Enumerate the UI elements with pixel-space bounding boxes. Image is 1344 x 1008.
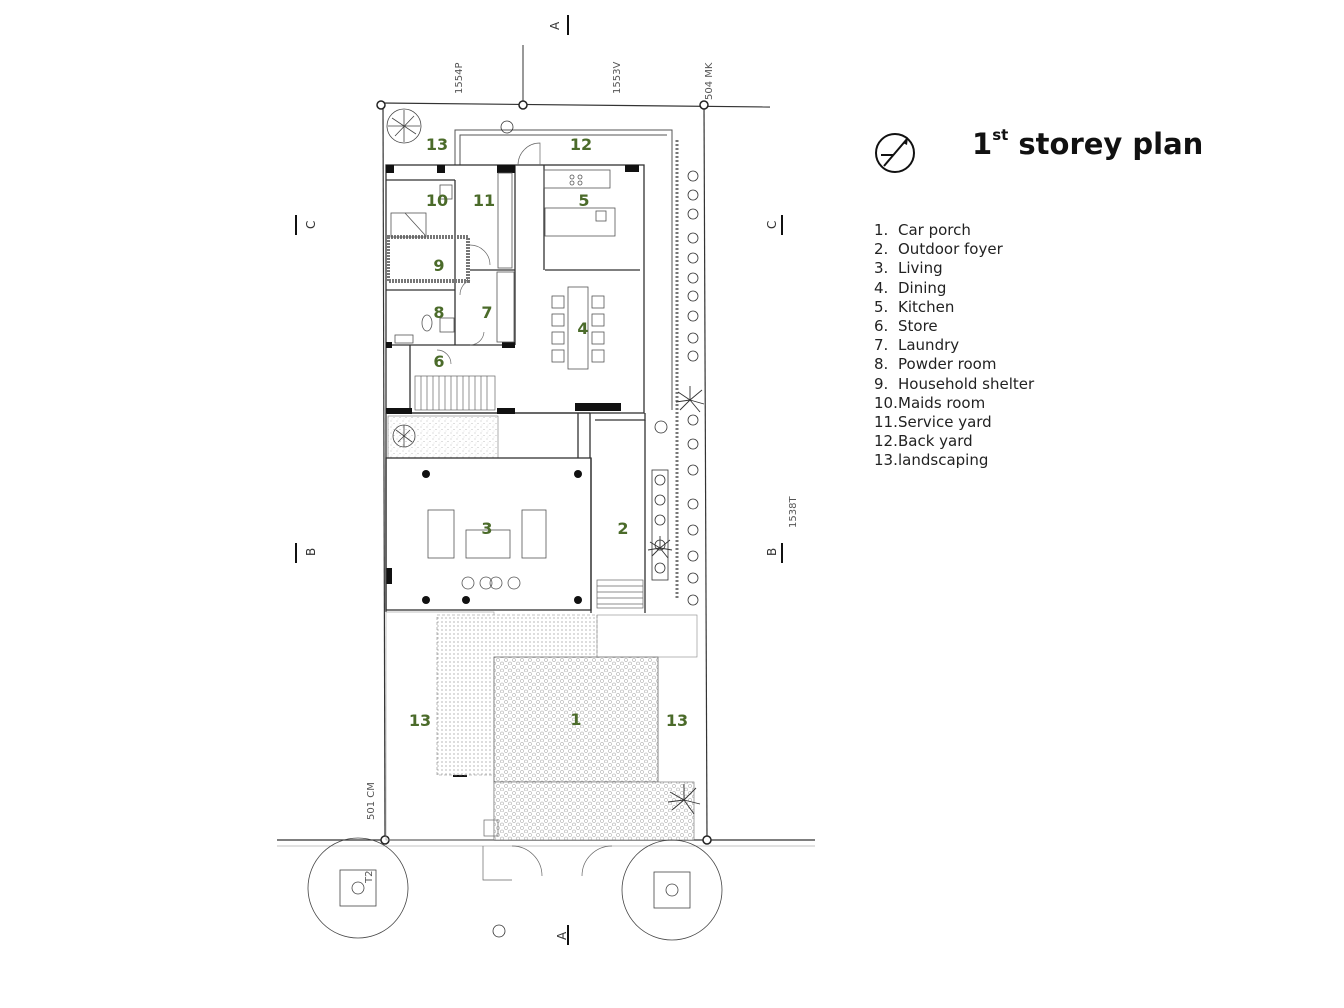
legend-item: 10.Maids room [874, 393, 986, 412]
dining-table [551, 286, 605, 370]
legend-item: 5.Kitchen [874, 297, 955, 316]
legend-item: 2.Outdoor foyer [874, 240, 1003, 259]
door-swings [436, 142, 541, 365]
room-label-1: 1 [570, 710, 581, 729]
room-label-13-top: 13 [426, 135, 448, 154]
section-c-right: C [765, 221, 779, 229]
section-b-right: B [765, 548, 779, 556]
shrub-round [386, 108, 422, 448]
lot-label-1538t: 1538T [788, 496, 799, 528]
room-label-11: 11 [473, 191, 495, 210]
legend-item: 7.Laundry [874, 336, 960, 355]
palms [647, 386, 705, 815]
room-label-9: 9 [433, 256, 444, 275]
room-label-7: 7 [481, 303, 492, 322]
section-c-left: C [304, 221, 318, 229]
boundary-nodes [376, 100, 712, 845]
legend-item: 13.landscaping [874, 451, 989, 470]
living-furniture [427, 509, 547, 590]
powder-room-fixtures [394, 314, 455, 344]
planting-east [651, 170, 699, 606]
section-a-top: A [548, 21, 562, 30]
room-label-10: 10 [426, 191, 448, 210]
back-yard-wall [454, 129, 679, 600]
garden-strip [387, 415, 499, 459]
room-label-13-left: 13 [409, 711, 431, 730]
legend-item: 12.Back yard [874, 432, 973, 451]
room-label-8: 8 [433, 303, 444, 322]
room-label-12: 12 [570, 135, 592, 154]
legend-item: 3.Living [874, 259, 943, 278]
lot-label-501cm: 501 CM [366, 782, 377, 820]
room-label-2: 2 [617, 519, 628, 538]
page-title: 1st storey plan [972, 126, 1204, 161]
legend-item: 1.Car porch [874, 221, 971, 239]
level-markers [492, 120, 668, 938]
legend-item: 8.Powder room [874, 355, 997, 374]
room-label-13-right: 13 [666, 711, 688, 730]
legend-item: 6.Store [874, 316, 938, 335]
street-tree-right [621, 839, 723, 941]
lot-label-1553v: 1553V [612, 62, 623, 94]
room-label-6: 6 [433, 352, 444, 371]
room-label-5: 5 [578, 191, 589, 210]
gate-swings [482, 819, 613, 881]
street-tree-left [307, 837, 409, 939]
legend-item: 9.Household shelter [874, 374, 1035, 393]
kitchen-fittings [496, 169, 616, 343]
room-label-4: 4 [577, 319, 588, 338]
tree-label-t2: T2 [364, 871, 375, 884]
section-b-left: B [304, 548, 318, 556]
section-a-bottom: A [555, 931, 569, 940]
car-porch-paving [493, 656, 659, 783]
lot-label-1554p: 1554P [454, 63, 465, 94]
north-arrow-icon [875, 133, 915, 173]
maids-room-furniture [390, 184, 453, 238]
porch-apron [596, 614, 698, 658]
main-stair [414, 375, 496, 411]
living-columns [422, 470, 582, 604]
foyer-steps [596, 579, 644, 609]
lot-label-504mk: 504 MK [704, 62, 715, 100]
legend-item: 4.Dining [874, 278, 947, 297]
floor-plan-drawing: A A B B C C 1554P 1553V 1538T 504 MK 501… [277, 15, 815, 945]
driveway-paving [493, 781, 695, 841]
section-markers [295, 15, 783, 945]
room-label-3: 3 [481, 519, 492, 538]
room-legend: 1.Car porch 2.Outdoor foyer 3.Living 4.D… [874, 221, 1034, 470]
legend-item: 11.Service yard [874, 412, 992, 431]
living-walls [385, 413, 646, 613]
